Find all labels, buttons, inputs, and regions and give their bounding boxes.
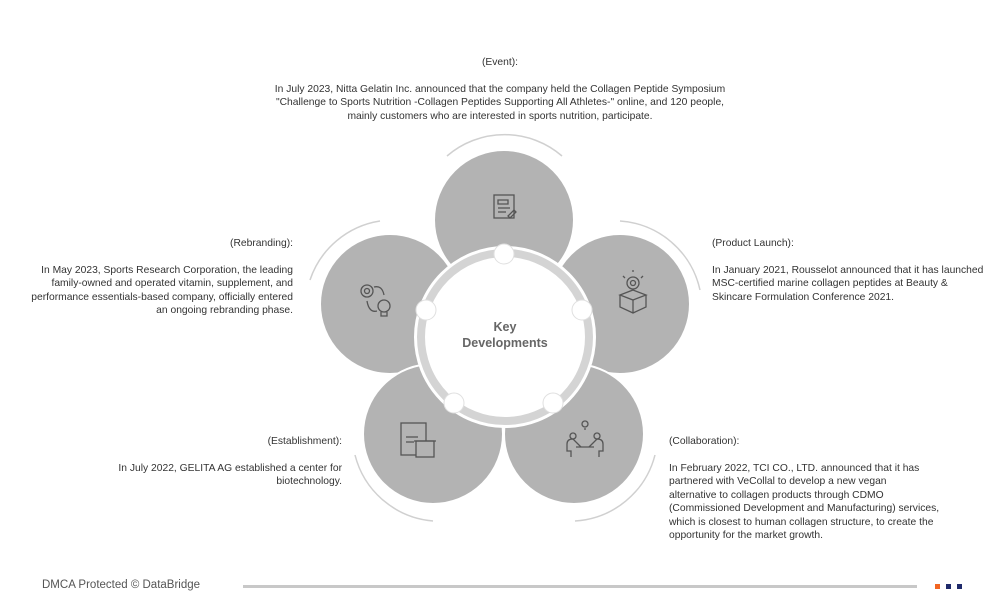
event-line: In July 2023, Nitta Gelatin Inc. announc… <box>274 83 726 95</box>
gears-cycle-icon <box>360 284 391 317</box>
collaboration-line: alternative to collagen products through… <box>669 489 884 501</box>
footer-copyright: DMCA Protected © DataBridge <box>42 579 201 591</box>
arc-bottom-left <box>354 454 434 522</box>
rebranding-title: (Rebranding): <box>230 238 293 249</box>
collaboration-title: (Collaboration): <box>669 436 740 447</box>
footer-square-navy <box>946 584 951 589</box>
ring-dot-right <box>571 299 593 321</box>
footer-square-orange <box>935 584 940 589</box>
collaboration-line: opportunity for the market growth. <box>669 530 823 541</box>
idea-box-icon <box>618 270 648 314</box>
event-line: mainly customers who are interested in s… <box>347 110 653 122</box>
documents-box-icon <box>400 422 436 458</box>
ring-dot-top <box>493 243 515 265</box>
product-launch-line: In January 2021, Rousselot announced tha… <box>712 264 984 276</box>
establishment-line: biotechnology. <box>276 476 342 487</box>
rebranding-line: an ongoing rebranding phase. <box>156 305 293 316</box>
ring-dot-bottom-left <box>443 392 465 414</box>
center-disc <box>421 253 589 421</box>
collaboration-line: partnered with VeCollal to develop a new… <box>669 476 887 487</box>
product-launch-line: Skincare Formulation Conference 2021. <box>712 291 895 303</box>
collaboration-line: (Commissioned Development and Manufactur… <box>669 503 940 514</box>
rebranding-line: family-owned and operated vitamin, suppl… <box>51 278 293 289</box>
collaboration-line: which is closest to human collagen struc… <box>669 516 934 528</box>
footer-divider <box>243 585 917 588</box>
rebranding-block: (Rebranding): In May 2023, Sports Resear… <box>0 237 293 318</box>
rebranding-line: performance essentials-based company, of… <box>31 291 293 303</box>
product-launch-block: (Product Launch): In January 2021, Rouss… <box>712 237 1008 304</box>
collaboration-block: (Collaboration): In February 2022, TCI C… <box>669 435 1008 543</box>
outer-arcs <box>309 133 701 522</box>
event-title: (Event): <box>481 57 519 68</box>
establishment-line: In July 2022, GELITA AG established a ce… <box>118 462 342 474</box>
arc-left <box>309 220 381 281</box>
document-handshake-icon <box>493 194 517 219</box>
rebranding-line: In May 2023, Sports Research Corporation… <box>41 264 293 276</box>
establishment-block: (Establishment): In July 2022, GELITA AG… <box>0 435 342 489</box>
event-block: (Event): In July 2023, Nitta Gelatin Inc… <box>200 56 800 123</box>
arc-top <box>446 133 563 157</box>
meeting-people-icon <box>566 420 604 457</box>
product-launch-line: MSC-certified marine collagen peptides a… <box>712 278 948 289</box>
product-launch-title: (Product Launch): <box>712 238 794 249</box>
event-line: "Challenge to Sports Nutrition -Collagen… <box>275 97 725 108</box>
collaboration-line: In February 2022, TCI CO., LTD. announce… <box>669 462 920 474</box>
footer-square-navy <box>957 584 962 589</box>
arc-bottom-right <box>574 454 656 522</box>
establishment-title: (Establishment): <box>267 436 342 447</box>
arc-right <box>619 220 701 291</box>
ring-dot-left <box>415 299 437 321</box>
ring-dot-bottom-right <box>542 392 564 414</box>
